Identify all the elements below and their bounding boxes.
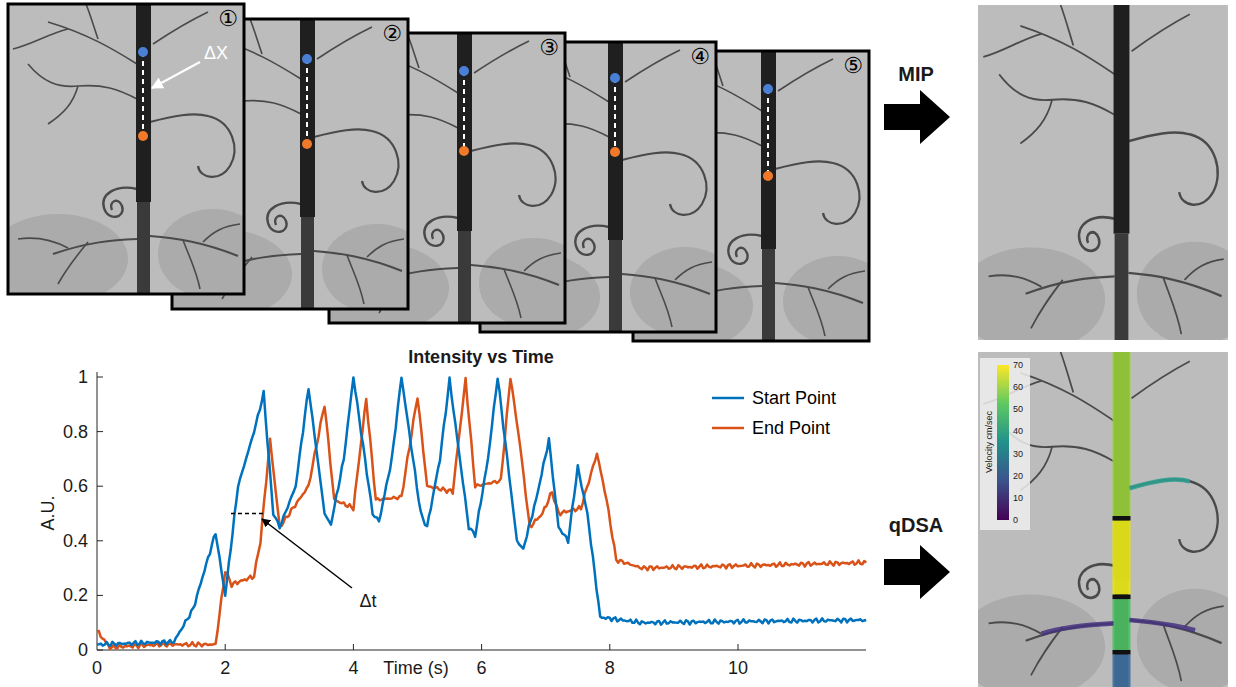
legend-line-sample xyxy=(712,425,744,431)
annotation: Δt xyxy=(359,592,376,610)
colorbar-tick: 60 xyxy=(1013,383,1023,392)
tick-label: 1 xyxy=(78,368,88,386)
legend-text: Start Point xyxy=(752,389,836,407)
tick-label: 0 xyxy=(92,659,102,677)
tick-label: 8 xyxy=(605,659,615,677)
callout-number: ③ xyxy=(539,37,559,59)
chart-title: Intensity vs Time xyxy=(408,348,554,366)
callout-number: ① xyxy=(218,8,238,30)
colorbar-tick: 10 xyxy=(1013,493,1023,502)
line-chart xyxy=(97,372,866,650)
block-arrow xyxy=(884,90,950,144)
colorbar-tick: 20 xyxy=(1013,471,1023,480)
image-frame: ⑤ xyxy=(633,51,869,341)
mip-image xyxy=(957,3,1236,352)
image-frame: ① ΔX xyxy=(8,4,244,294)
callout-number: ② xyxy=(382,23,402,45)
tick-label: 10 xyxy=(728,659,748,677)
tick-label: 2 xyxy=(220,659,230,677)
legend-entry: End Point xyxy=(712,413,836,443)
colorbar-tick: 30 xyxy=(1013,449,1023,458)
tick-label: 6 xyxy=(477,659,487,677)
delta-t-marker xyxy=(231,513,266,515)
arrow-label: MIP xyxy=(898,64,934,84)
colorbar-tick: 40 xyxy=(1013,427,1023,436)
leader-arrow xyxy=(152,62,200,88)
tick-label: 0.4 xyxy=(63,532,88,550)
image-frame: ③ xyxy=(329,33,565,323)
axis-label: A.U. xyxy=(39,495,57,530)
angiogram-frame xyxy=(0,2,268,304)
tick-label: 0.6 xyxy=(63,477,88,495)
image-frame: ② xyxy=(172,19,408,309)
colorbar-tick: 70 xyxy=(1013,361,1023,370)
callout-number: ④ xyxy=(690,46,710,68)
legend-entry: Start Point xyxy=(712,383,836,413)
tick-label: 0 xyxy=(78,641,88,659)
arrow-label: qDSA xyxy=(889,515,943,535)
axis-label: Time (s) xyxy=(383,659,448,677)
legend-line-sample xyxy=(712,395,744,401)
colorbar-tick: 50 xyxy=(1013,405,1023,414)
block-arrow xyxy=(884,545,950,599)
tick-label: 0.2 xyxy=(63,586,88,604)
leader-arrow xyxy=(262,519,352,588)
chart-legend: Start PointEnd Point xyxy=(712,383,836,443)
callout-number: ⑤ xyxy=(843,55,863,77)
qdsa-image xyxy=(957,350,1236,687)
tick-label: 4 xyxy=(348,659,358,677)
tick-label: 0.8 xyxy=(63,423,88,441)
distance-label: ΔX xyxy=(204,44,228,62)
colorbar-label: Velocity cm/sec xyxy=(985,411,994,473)
end-point-curve xyxy=(97,378,866,649)
colorbar-tick: 0 xyxy=(1013,516,1018,525)
start-point-curve xyxy=(97,377,866,645)
legend-text: End Point xyxy=(752,419,830,437)
image-frame: ④ xyxy=(480,42,716,332)
colorbar xyxy=(980,358,1030,530)
